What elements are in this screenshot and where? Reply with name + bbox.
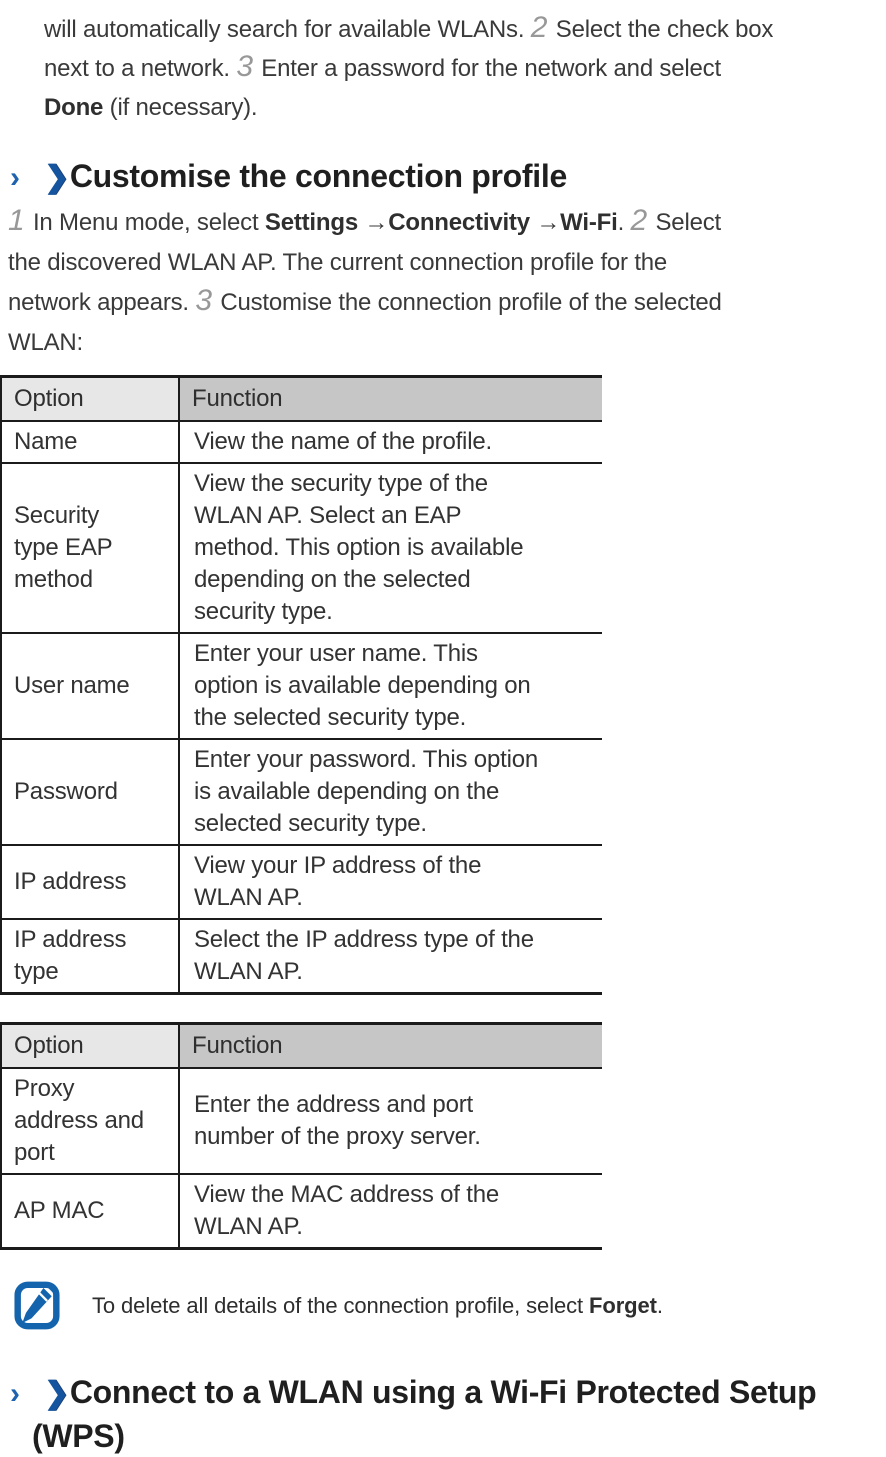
steps-paragraph: 1 In Menu mode, select Settings →Connect… — [8, 203, 886, 363]
function-cell: View the name of the profile. — [179, 421, 602, 464]
bold-term: Wi-Fi — [560, 209, 618, 236]
table-row: Name View the name of the profile. — [1, 421, 602, 464]
option-cell: AP MAC — [1, 1174, 180, 1250]
note-callout: To delete all details of the connection … — [14, 1280, 886, 1331]
bold-term: Settings — [264, 209, 358, 236]
option-cell: Proxy address and port — [1, 1068, 180, 1175]
text-line: will automatically search for available … — [44, 10, 886, 49]
body-text: Select the check box — [549, 16, 774, 43]
body-text: WLAN: — [8, 329, 84, 356]
body-text: In Menu mode, select — [26, 209, 265, 236]
pencil-note-icon — [14, 1281, 60, 1330]
step-number: 2 — [530, 11, 548, 44]
chevron-icon: ❯ — [44, 161, 69, 194]
table-row: IP address type Select the IP address ty… — [1, 919, 602, 995]
body-text: (if necessary). — [103, 94, 258, 121]
text-line: network appears. 3 Customise the connect… — [8, 283, 886, 323]
text-line: the discovered WLAN AP. The current conn… — [8, 243, 886, 283]
intro-paragraph: will automatically search for available … — [44, 10, 886, 127]
step-number: 1 — [8, 204, 25, 237]
body-text: next to a network. — [44, 55, 237, 82]
column-header-function: Function — [179, 376, 602, 422]
bold-term: Connectivity — [388, 209, 530, 236]
option-cell: IP address — [1, 845, 180, 920]
profile-options-table-2: Option Function Proxy address and port E… — [0, 1022, 602, 1250]
body-text: . — [656, 1292, 663, 1318]
text-line: next to a network. 3 Enter a password fo… — [44, 49, 886, 88]
text-line: 1 In Menu mode, select Settings →Connect… — [8, 203, 886, 243]
table-row: Security type EAP method View the securi… — [1, 463, 602, 634]
table-row: IP address View your IP address of the W… — [1, 845, 602, 920]
function-cell: Enter your user name. This option is ava… — [179, 633, 602, 740]
bold-term: Forget — [589, 1292, 657, 1318]
text-line: Done (if necessary). — [44, 88, 886, 127]
function-cell: Select the IP address type of the WLAN A… — [179, 919, 602, 995]
body-text: Select — [649, 209, 722, 236]
manual-page: will automatically search for available … — [0, 10, 886, 1454]
step-number: 3 — [236, 50, 253, 83]
column-header-function: Function — [179, 1023, 602, 1069]
option-cell: User name — [1, 633, 180, 740]
section-title-line2: (WPS) — [32, 1418, 125, 1454]
table-row: Password Enter your password. This optio… — [1, 739, 602, 846]
body-text: Customise the connection profile of the … — [213, 289, 722, 316]
option-cell: Name — [1, 421, 180, 464]
bold-term: Done — [44, 94, 104, 121]
column-header-option: Option — [1, 1023, 180, 1069]
table-row: AP MAC View the MAC address of the WLAN … — [1, 1174, 602, 1250]
function-cell: View your IP address of the WLAN AP. — [179, 845, 602, 920]
note-text: To delete all details of the connection … — [92, 1293, 663, 1319]
section-heading-customise-profile: › ❯Customise the connection profile — [10, 155, 886, 199]
section-title: Customise the connection profile — [69, 158, 567, 194]
body-text: Enter a password for the network and sel… — [254, 55, 721, 82]
option-cell: Security type EAP method — [1, 463, 180, 634]
column-header-option: Option — [1, 376, 180, 422]
body-text: → — [357, 209, 389, 236]
option-cell: Password — [1, 739, 180, 846]
body-text: network appears. — [8, 289, 196, 316]
table-header-row: Option Function — [1, 376, 602, 422]
text-line: WLAN: — [8, 323, 886, 363]
body-text: . — [617, 209, 631, 236]
table-row: User name Enter your user name. This opt… — [1, 633, 602, 740]
angle-marker-icon: › — [10, 161, 20, 194]
body-text: → — [529, 209, 561, 236]
step-number: 2 — [630, 204, 648, 237]
function-cell: View the MAC address of the WLAN AP. — [179, 1174, 602, 1250]
angle-marker-icon: › — [10, 1377, 20, 1410]
body-text: the discovered WLAN AP. The current conn… — [8, 249, 668, 276]
body-text: To delete all details of the connection … — [92, 1292, 590, 1318]
function-cell: Enter the address and port number of the… — [179, 1068, 602, 1175]
table-row: Proxy address and port Enter the address… — [1, 1068, 602, 1175]
table-header-row: Option Function — [1, 1023, 602, 1069]
option-cell: IP address type — [1, 919, 180, 995]
step-number: 3 — [195, 284, 212, 317]
chevron-icon: ❯ — [44, 1377, 69, 1410]
profile-options-table-1: Option Function Name View the name of th… — [0, 375, 602, 995]
function-cell: View the security type of the WLAN AP. S… — [179, 463, 602, 634]
section-heading-wps: › ❯Connect to a WLAN using a Wi-Fi Protec… — [10, 1371, 886, 1457]
body-text: will automatically search for available … — [44, 16, 531, 43]
function-cell: Enter your password. This option is avai… — [179, 739, 602, 846]
section-title: Connect to a WLAN using a Wi-Fi Protecte… — [69, 1374, 817, 1410]
